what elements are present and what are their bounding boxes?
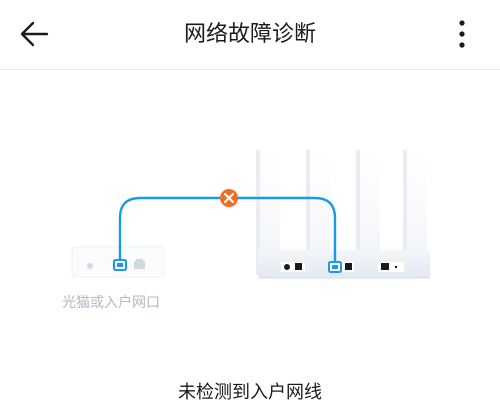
more-options-button[interactable] bbox=[446, 12, 478, 56]
back-button[interactable] bbox=[12, 12, 56, 56]
page-title: 网络故障诊断 bbox=[183, 22, 316, 47]
connection-diagram bbox=[71, 150, 430, 279]
back-arrow-icon bbox=[20, 21, 49, 47]
more-vertical-icon bbox=[459, 20, 465, 48]
top-app-bar: 网络故障诊断 bbox=[0, 0, 500, 70]
router-illustration bbox=[256, 150, 430, 279]
modem-port-label: 光猫或入户网口 bbox=[62, 295, 160, 311]
header-divider bbox=[0, 69, 500, 70]
diagnosis-status-message: 未检测到入户网线 bbox=[178, 382, 322, 403]
error-x-icon bbox=[220, 189, 238, 207]
